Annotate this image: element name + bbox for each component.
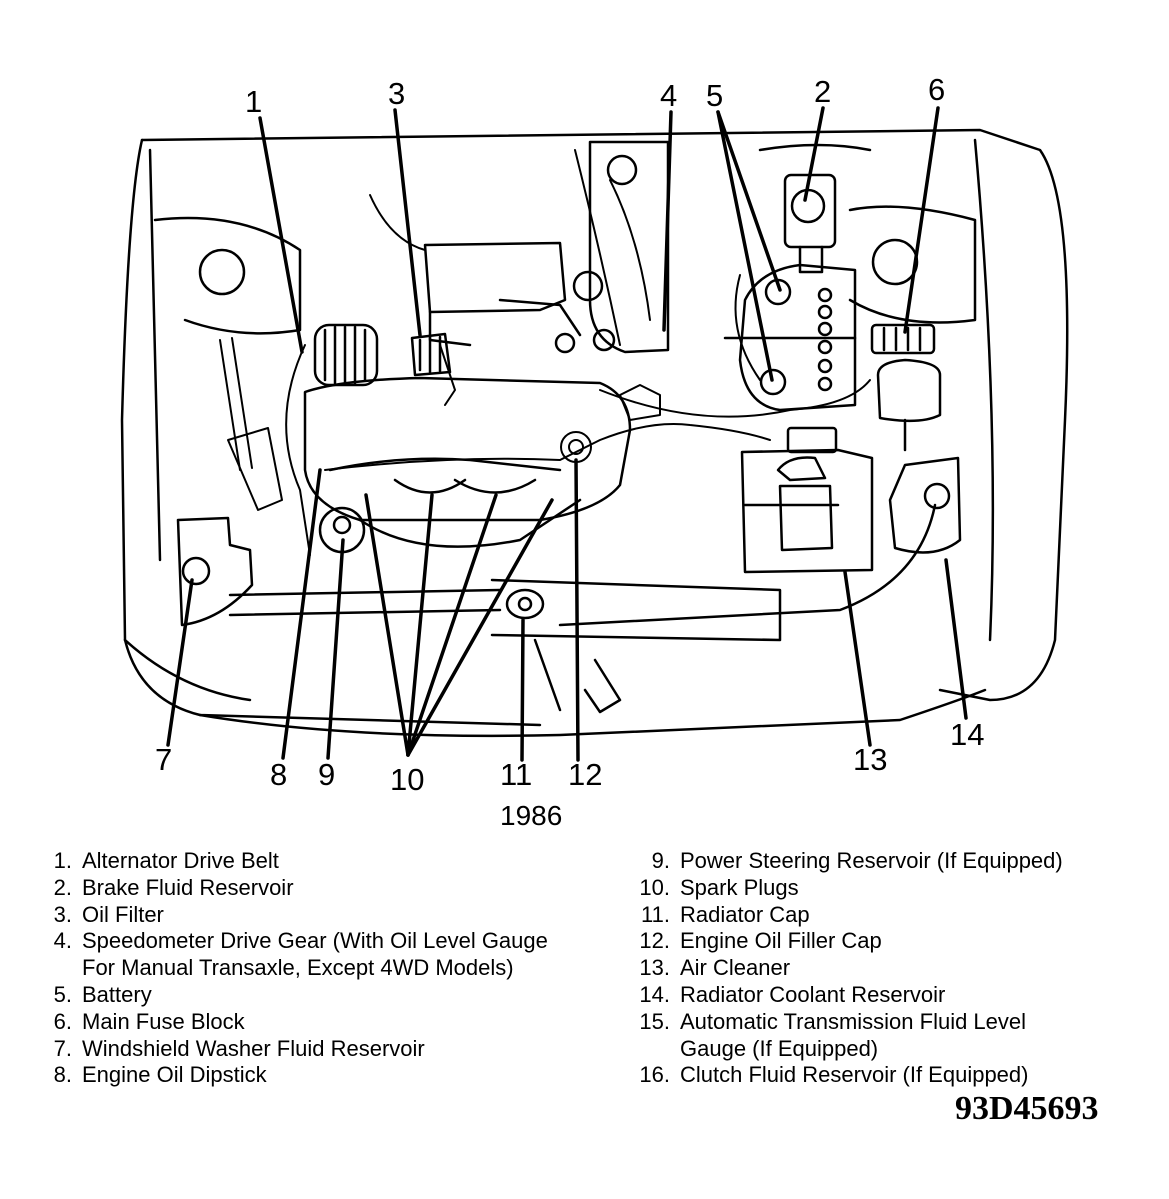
battery [723, 263, 857, 412]
callout-13: 13 [853, 742, 887, 777]
legend-text: Spark Plugs [680, 874, 799, 900]
legend-text: Speedometer Drive Gear (With Oil Level G… [82, 928, 548, 981]
coolant-reservoir [558, 456, 962, 627]
legend-number: 10. [639, 874, 670, 900]
canister [876, 358, 942, 452]
alternator [313, 323, 379, 387]
speedometer-bracket [554, 140, 670, 354]
legend-item: 14. Radiator Coolant Reservoir [630, 982, 1150, 1009]
legend-item: 7. Windshield Washer Fluid Reservoir [32, 1036, 632, 1063]
strut-tower-right [848, 205, 977, 324]
legend-number: 13. [639, 955, 670, 981]
legend-number: 11. [641, 901, 670, 927]
legend-number: 3. [53, 901, 72, 927]
callout-1: 1 [245, 84, 262, 119]
legend-item: 12. Engine Oil Filler Cap [630, 928, 1150, 955]
legend-text: Radiator Cap [680, 901, 810, 927]
callout-4: 4 [660, 78, 677, 113]
fuse-block [870, 323, 936, 355]
legend-number: 12. [639, 928, 670, 954]
legend-number: 15. [639, 1008, 670, 1034]
legend-left-column: 1. Alternator Drive Belt 2. Brake Fluid Re… [32, 848, 632, 1089]
body-outline [120, 128, 1069, 738]
legend-text: Engine Oil Filler Cap [680, 928, 882, 954]
legend-text: Power Steering Reservoir (If Equipped) [680, 848, 1063, 873]
callout-9: 9 [318, 757, 335, 792]
air-cleaner [740, 426, 874, 574]
figure-code: 93D45693 [955, 1090, 1099, 1127]
legend-number: 8. [53, 1062, 72, 1088]
callout-14: 14 [950, 717, 984, 752]
legend-number: 5. [53, 981, 72, 1007]
legend-number: 4. [53, 928, 72, 954]
legend-number: 7. [53, 1035, 72, 1061]
legend-text: Radiator Coolant Reservoir [680, 981, 946, 1007]
radiator [228, 578, 782, 714]
callout-5: 5 [706, 78, 723, 113]
legend-text: Clutch Fluid Reservoir (If Equipped) [680, 1062, 1029, 1088]
legend-number: 6. [53, 1008, 72, 1034]
callout-10: 10 [390, 762, 424, 797]
legend-item: 13. Air Cleaner [630, 955, 1150, 982]
legend-item: 6. Main Fuse Block [32, 1009, 632, 1036]
legend-item: 2. Brake Fluid Reservoir [32, 875, 632, 902]
callout-2: 2 [814, 74, 831, 109]
washer-reservoir [176, 516, 254, 627]
leader-lines [166, 106, 968, 762]
engine-block [303, 376, 632, 548]
callout-numbers: 1 2 3 4 5 6 7 8 9 10 11 12 13 14 [155, 72, 984, 797]
legend-item: 4. Speedometer Drive Gear (With Oil Level… [32, 928, 632, 982]
legend-text: Oil Filter [82, 901, 164, 927]
intake-housing [423, 241, 604, 347]
legend-text: Battery [82, 981, 152, 1007]
legend-text: Automatic Transmission Fluid Level Gauge… [680, 1008, 1027, 1061]
legend-item: 9. Power Steering Reservoir (If Equipped) [630, 848, 1150, 875]
legend-item: 3. Oil Filter [32, 902, 632, 929]
legend-text: Alternator Drive Belt [82, 848, 279, 873]
legend-item: 10. Spark Plugs [630, 875, 1150, 902]
callout-8: 8 [270, 757, 287, 792]
legend-number: 2. [53, 874, 72, 900]
year-label: 1986 [500, 800, 563, 831]
callout-6: 6 [928, 72, 945, 107]
legend-text: Windshield Washer Fluid Reservoir [82, 1035, 425, 1061]
oil-filter [410, 332, 452, 377]
callout-7: 7 [155, 742, 172, 777]
legend-number: 9. [651, 848, 670, 873]
callout-12: 12 [568, 757, 602, 792]
legend-item: 11. Radiator Cap [630, 902, 1150, 929]
legend-text: Main Fuse Block [82, 1008, 245, 1034]
legend-item: 15. Automatic Transmission Fluid Level Ga… [630, 1009, 1150, 1063]
legend-item: 1. Alternator Drive Belt [32, 848, 632, 875]
callout-11: 11 [500, 757, 532, 792]
legend-number: 1. [53, 848, 72, 873]
engine-compartment-diagram: 1 2 3 4 5 6 7 8 9 10 11 12 13 14 [120, 72, 1069, 797]
wiring-harness [219, 149, 871, 556]
legend-text: Brake Fluid Reservoir [82, 874, 294, 900]
legend-item: 16. Clutch Fluid Reservoir (If Equipped) [630, 1062, 1150, 1089]
legend-right-column: 9. Power Steering Reservoir (If Equipped)… [630, 848, 1150, 1089]
legend-number: 16. [639, 1062, 670, 1088]
callout-3: 3 [388, 76, 405, 111]
legend-text: Engine Oil Dipstick [82, 1062, 267, 1088]
legend-text: Air Cleaner [680, 955, 791, 981]
legend-item: 5. Battery [32, 982, 632, 1009]
legend-number: 14. [639, 981, 670, 1007]
strut-tower-left [153, 216, 302, 335]
legend-item: 8. Engine Oil Dipstick [32, 1062, 632, 1089]
